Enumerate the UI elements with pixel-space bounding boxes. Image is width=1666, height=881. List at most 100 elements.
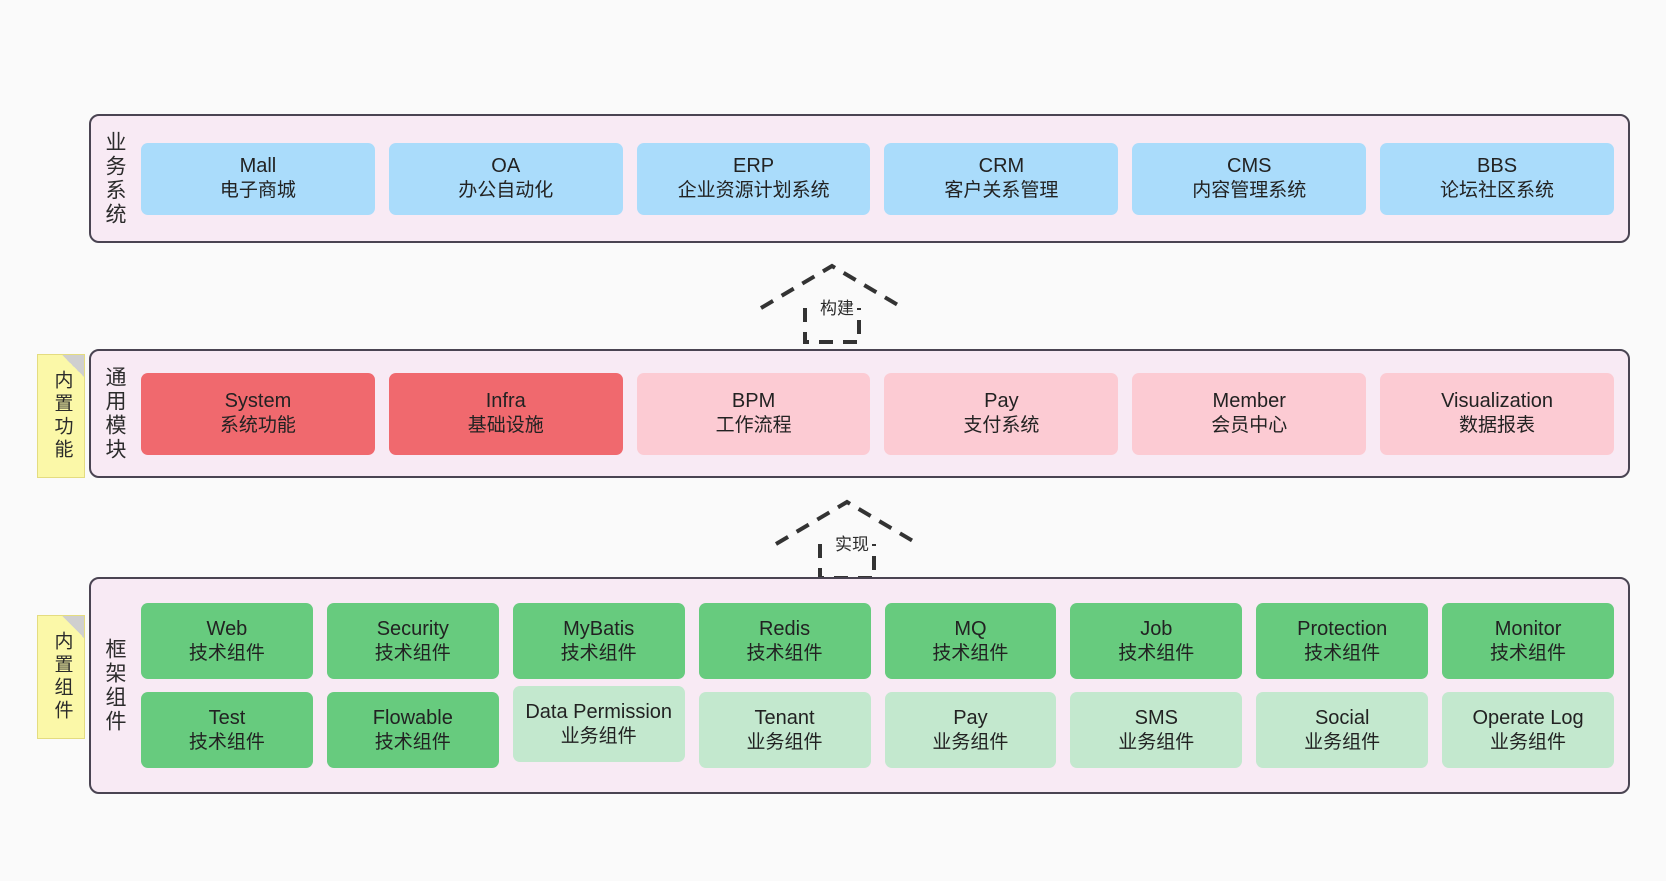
card-subtitle: 支付系统	[963, 415, 1040, 437]
generalization-arrow-build: 构建	[757, 262, 907, 346]
card-erp[interactable]: ERP 企业资源计划系统	[636, 142, 871, 215]
card-pay-component[interactable]: Pay 业务组件	[884, 692, 1057, 768]
card-subtitle: 业务组件	[746, 731, 823, 753]
card-container-common-module: System 系统功能 Infra 基础设施 BPM 工作流程 Pay 支付系统…	[137, 351, 1628, 476]
layer-framework-component: 框架组件 Web 技术组件 Security 技术组件 MyBatis 技术组件…	[89, 577, 1630, 794]
dashed-arrow-icon	[759, 263, 905, 344]
generalization-arrow-implement: 实现	[772, 498, 922, 582]
card-title: MQ	[954, 617, 987, 640]
card-subtitle: 电子商城	[219, 180, 296, 202]
card-subtitle: 系统功能	[219, 415, 296, 437]
card-row: Mall 电子商城 OA 办公自动化 ERP 企业资源计划系统 CRM 客户关系…	[141, 142, 1614, 215]
layer-title-business-system: 业务系统	[103, 130, 127, 227]
card-subtitle: 办公自动化	[458, 180, 554, 202]
card-title: Test	[208, 706, 246, 729]
card-title: Monitor	[1494, 617, 1562, 640]
card-system[interactable]: System 系统功能	[141, 372, 375, 455]
card-subtitle: 技术组件	[374, 731, 451, 753]
sticky-note-label: 内置组件	[51, 631, 73, 723]
layer-common-module: 通用模块 System 系统功能 Infra 基础设施 BPM 工作流程 Pay…	[89, 349, 1630, 478]
card-infra[interactable]: Infra 基础设施	[388, 372, 623, 455]
card-title: Web	[206, 617, 248, 640]
card-title: MyBatis	[563, 617, 635, 640]
card-subtitle: 客户关系管理	[944, 180, 1059, 202]
card-subtitle: 业务组件	[1490, 731, 1567, 753]
card-crm[interactable]: CRM 客户关系管理	[884, 142, 1119, 215]
card-subtitle: 技术组件	[932, 642, 1009, 664]
card-title: Pay	[953, 706, 988, 729]
card-subtitle: 数据报表	[1459, 415, 1536, 437]
sticky-note-builtin-features: 内置功能	[37, 354, 85, 478]
card-row: Web 技术组件 Security 技术组件 MyBatis 技术组件 Redi…	[141, 603, 1614, 679]
card-mq[interactable]: MQ 技术组件	[884, 603, 1057, 679]
card-subtitle: 技术组件	[188, 642, 265, 664]
card-subtitle: 业务组件	[1304, 731, 1381, 753]
card-title: Pay	[984, 390, 1019, 413]
card-subtitle: 企业资源计划系统	[677, 180, 830, 202]
card-bbs[interactable]: BBS 论坛社区系统	[1380, 142, 1614, 215]
card-title: Mall	[239, 155, 277, 178]
card-subtitle: 内容管理系统	[1192, 180, 1307, 202]
card-container-framework-component: Web 技术组件 Security 技术组件 MyBatis 技术组件 Redi…	[137, 579, 1628, 792]
card-oa[interactable]: OA 办公自动化	[388, 142, 623, 215]
card-title: System	[224, 390, 292, 413]
layer-title-framework-component: 框架组件	[103, 637, 127, 734]
card-data-permission[interactable]: Data Permission 业务组件	[512, 686, 685, 762]
card-subtitle: 会员中心	[1211, 415, 1288, 437]
card-tenant[interactable]: Tenant 业务组件	[698, 692, 871, 768]
card-subtitle: 工作流程	[715, 415, 792, 437]
card-subtitle: 业务组件	[932, 731, 1009, 753]
card-title: BBS	[1477, 155, 1518, 178]
card-title: Tenant	[754, 706, 815, 729]
card-visualization[interactable]: Visualization 数据报表	[1380, 372, 1614, 455]
card-member[interactable]: Member 会员中心	[1132, 372, 1367, 455]
sticky-note-label: 内置功能	[51, 370, 73, 462]
card-cms[interactable]: CMS 内容管理系统	[1132, 142, 1367, 215]
card-web[interactable]: Web 技术组件	[141, 603, 313, 679]
card-subtitle: 技术组件	[1118, 642, 1195, 664]
card-container-business-system: Mall 电子商城 OA 办公自动化 ERP 企业资源计划系统 CRM 客户关系…	[137, 116, 1628, 241]
card-title: SMS	[1134, 706, 1178, 729]
card-title: Protection	[1297, 617, 1388, 640]
card-sms[interactable]: SMS 业务组件	[1070, 692, 1243, 768]
card-subtitle: 技术组件	[374, 642, 451, 664]
card-pay-module[interactable]: Pay 支付系统	[884, 372, 1119, 455]
arrow-label-implement: 实现	[835, 535, 869, 554]
card-title: Security	[376, 617, 449, 640]
card-subtitle: 技术组件	[1304, 642, 1381, 664]
card-title: Redis	[758, 617, 811, 640]
sticky-note-builtin-components: 内置组件	[37, 615, 85, 739]
card-title: Member	[1212, 390, 1286, 413]
layer-business-system: 业务系统 Mall 电子商城 OA 办公自动化 ERP 企业资源计划系统 CRM…	[89, 114, 1630, 243]
card-job[interactable]: Job 技术组件	[1070, 603, 1243, 679]
card-title: CRM	[978, 155, 1025, 178]
card-subtitle: 业务组件	[560, 725, 637, 747]
card-monitor[interactable]: Monitor 技术组件	[1442, 603, 1614, 679]
card-protection[interactable]: Protection 技术组件	[1256, 603, 1429, 679]
card-row: Test 技术组件 Flowable 技术组件 Data Permission …	[141, 686, 1614, 768]
card-flowable[interactable]: Flowable 技术组件	[326, 692, 499, 768]
card-bpm[interactable]: BPM 工作流程	[636, 372, 871, 455]
card-mall[interactable]: Mall 电子商城	[141, 142, 375, 215]
card-title: Data Permission	[525, 700, 673, 723]
card-title: Visualization	[1441, 390, 1554, 413]
folded-corner-icon	[62, 616, 84, 638]
layer-title-common-module: 通用模块	[103, 365, 127, 462]
card-security[interactable]: Security 技术组件	[326, 603, 499, 679]
card-social[interactable]: Social 业务组件	[1256, 692, 1429, 768]
card-title: Social	[1314, 706, 1370, 729]
card-subtitle: 技术组件	[1490, 642, 1567, 664]
card-subtitle: 技术组件	[560, 642, 637, 664]
card-title: Operate Log	[1472, 706, 1584, 729]
card-subtitle: 业务组件	[1118, 731, 1195, 753]
card-operate-log[interactable]: Operate Log 业务组件	[1442, 692, 1614, 768]
card-title: Job	[1140, 617, 1173, 640]
card-title: Infra	[485, 390, 526, 413]
card-redis[interactable]: Redis 技术组件	[698, 603, 871, 679]
card-title: BPM	[731, 390, 776, 413]
card-title: OA	[491, 155, 521, 178]
card-subtitle: 技术组件	[188, 731, 265, 753]
card-mybatis[interactable]: MyBatis 技术组件	[512, 603, 685, 679]
card-test[interactable]: Test 技术组件	[141, 692, 313, 768]
